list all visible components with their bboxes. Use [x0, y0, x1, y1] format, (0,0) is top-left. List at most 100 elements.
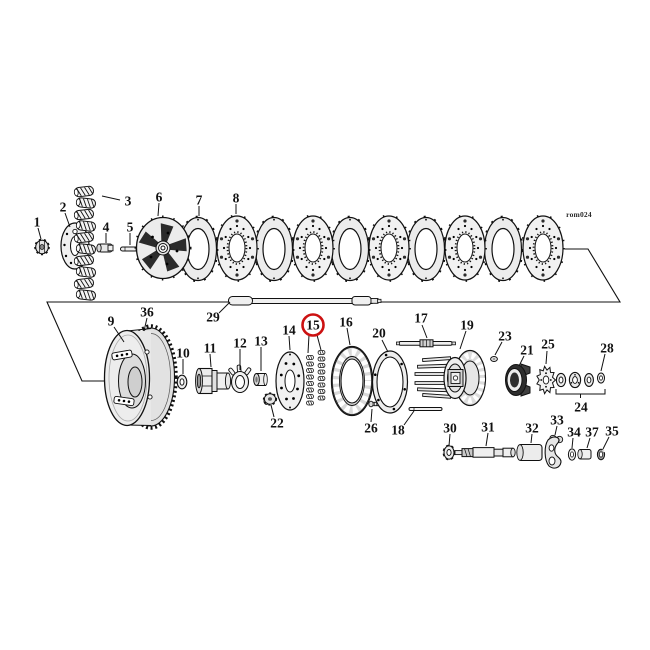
part-35-lock-washer — [596, 448, 606, 461]
part-29-pushrod — [228, 296, 382, 306]
part-label-8: 8 — [233, 191, 240, 214]
part-10-washer — [176, 374, 188, 390]
friction-plate — [405, 215, 447, 283]
part-label-9: 9 — [108, 314, 125, 343]
part-label-33: 33 — [550, 413, 564, 436]
part-number-text: 37 — [585, 425, 599, 440]
part-number-text: 34 — [567, 425, 581, 440]
part-label-1: 1 — [34, 215, 42, 240]
part-label-30: 30 — [443, 421, 457, 447]
part-33-release-lever — [544, 434, 564, 469]
washer-kit-bracket — [555, 389, 606, 398]
part-number-text: 24 — [574, 400, 588, 415]
part-label-15: 15 — [301, 313, 325, 354]
part-label-25: 25 — [541, 337, 555, 365]
part-number-text: 31 — [481, 420, 495, 435]
friction-plate — [482, 215, 524, 283]
part-label-18: 18 — [391, 410, 415, 438]
part-37-roller — [577, 449, 592, 460]
part-label-16: 16 — [339, 315, 353, 346]
part-34-washer — [567, 448, 577, 461]
part-label-13: 13 — [254, 334, 268, 371]
part-label-10: 10 — [176, 346, 190, 374]
part-number-text: 29 — [206, 310, 220, 325]
part-11-mainshaft-nut — [195, 367, 232, 395]
steel-plate — [367, 214, 411, 282]
part-19-clutch-hub — [414, 349, 487, 407]
part-20-retaining-ring — [371, 350, 409, 414]
part-number-text: 14 — [282, 323, 296, 338]
part-17-stud — [396, 339, 456, 348]
part-label-12: 12 — [233, 336, 247, 370]
part-number-text: 18 — [391, 423, 405, 438]
part-25-sprocket — [536, 365, 557, 395]
part-number-text: 15 — [306, 318, 320, 333]
part-number-text: 10 — [176, 346, 190, 361]
part-label-20: 20 — [372, 326, 389, 353]
part-26-screw — [368, 400, 379, 408]
part-31-pushrod-shaft — [454, 447, 516, 458]
part-label-3: 3 — [101, 194, 132, 209]
part-label-19: 19 — [459, 318, 474, 350]
part-number-text: 36 — [140, 305, 154, 320]
part-4-stud — [96, 243, 114, 253]
part-22-nut — [262, 392, 278, 406]
part-number-text: 13 — [254, 334, 268, 349]
part-18-pin — [408, 407, 443, 411]
part-13-bushing — [253, 373, 268, 386]
highlight-circle — [301, 313, 325, 337]
part-label-28: 28 — [600, 341, 614, 372]
part-number-text: 8 — [233, 191, 240, 206]
part-label-35: 35 — [602, 424, 619, 450]
part-number-text: 28 — [600, 341, 614, 356]
part-number-text: 7 — [196, 193, 203, 208]
steel-plate — [521, 214, 565, 282]
part-number-text: 19 — [460, 318, 474, 333]
part-6-pressure-plate — [134, 215, 192, 281]
part-12-retainer-clip — [228, 364, 252, 394]
part-number-text: 5 — [127, 220, 134, 235]
part-number-text: 22 — [270, 416, 284, 431]
part-label-17: 17 — [414, 311, 428, 339]
watermark: rom024 — [566, 210, 592, 219]
part-label-32: 32 — [525, 421, 539, 444]
part-label-11: 11 — [204, 341, 217, 368]
part-number-text: 35 — [605, 424, 619, 439]
part-label-21: 21 — [518, 343, 534, 367]
part-23-clip — [490, 356, 498, 362]
part-28-washer — [597, 372, 605, 384]
part-number-text: 30 — [443, 421, 457, 436]
steel-plate — [215, 214, 259, 282]
part-label-4: 4 — [103, 220, 110, 243]
part-number-text: 26 — [364, 421, 378, 436]
part-label-22: 22 — [270, 404, 284, 431]
part-30-adjuster-nut — [442, 444, 456, 461]
part-14-spring-collar — [275, 351, 305, 411]
part-label-5: 5 — [127, 220, 134, 245]
part-number-text: 16 — [339, 315, 353, 330]
part-number-text: 9 — [108, 314, 115, 329]
part-label-29: 29 — [206, 301, 231, 325]
part-number-text: 2 — [60, 200, 67, 215]
part-label-14: 14 — [282, 323, 296, 351]
part-15-spring-set — [306, 350, 326, 406]
part-16-roller-bearing — [330, 345, 374, 417]
part-number-text: 17 — [414, 311, 428, 326]
part-label-26: 26 — [364, 408, 378, 436]
part-24-washer-kit — [555, 371, 606, 398]
part-number-text: 11 — [204, 341, 217, 356]
part-label-23: 23 — [494, 329, 512, 356]
part-21-release-bearing — [505, 363, 531, 397]
part-label-34: 34 — [567, 425, 581, 449]
part-number-text: 25 — [541, 337, 555, 352]
part-32-sleeve — [516, 443, 543, 462]
part-label-6: 6 — [156, 190, 163, 217]
friction-plate — [253, 215, 295, 283]
part-number-text: 32 — [525, 421, 539, 436]
part-1-nut — [34, 238, 50, 256]
part-number-text: 33 — [550, 413, 564, 428]
steel-plate — [291, 214, 335, 282]
steel-plate — [443, 214, 487, 282]
part-label-7: 7 — [196, 193, 203, 216]
